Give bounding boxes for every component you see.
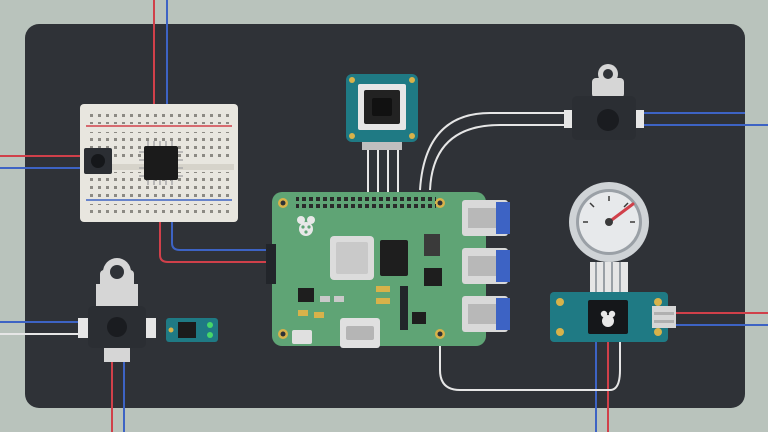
usb-port [462,200,510,236]
usb-port [462,296,510,332]
push-button-module [346,74,418,150]
led-module [166,318,218,342]
raspberry-logo-icon [297,216,315,236]
ram-chip [380,240,408,276]
knob-sensor-module [78,258,156,362]
gpio-header [296,196,436,210]
tactile-switch [84,148,112,174]
rotary-sensor-module [564,64,644,140]
gauge-meter [569,182,649,292]
usb-port [462,248,510,284]
ic-chip [139,141,183,185]
display-module [550,292,676,342]
raspberry-logo-icon [600,310,616,327]
gauge-needle [607,202,635,224]
raspberry-pi-board [266,192,510,348]
